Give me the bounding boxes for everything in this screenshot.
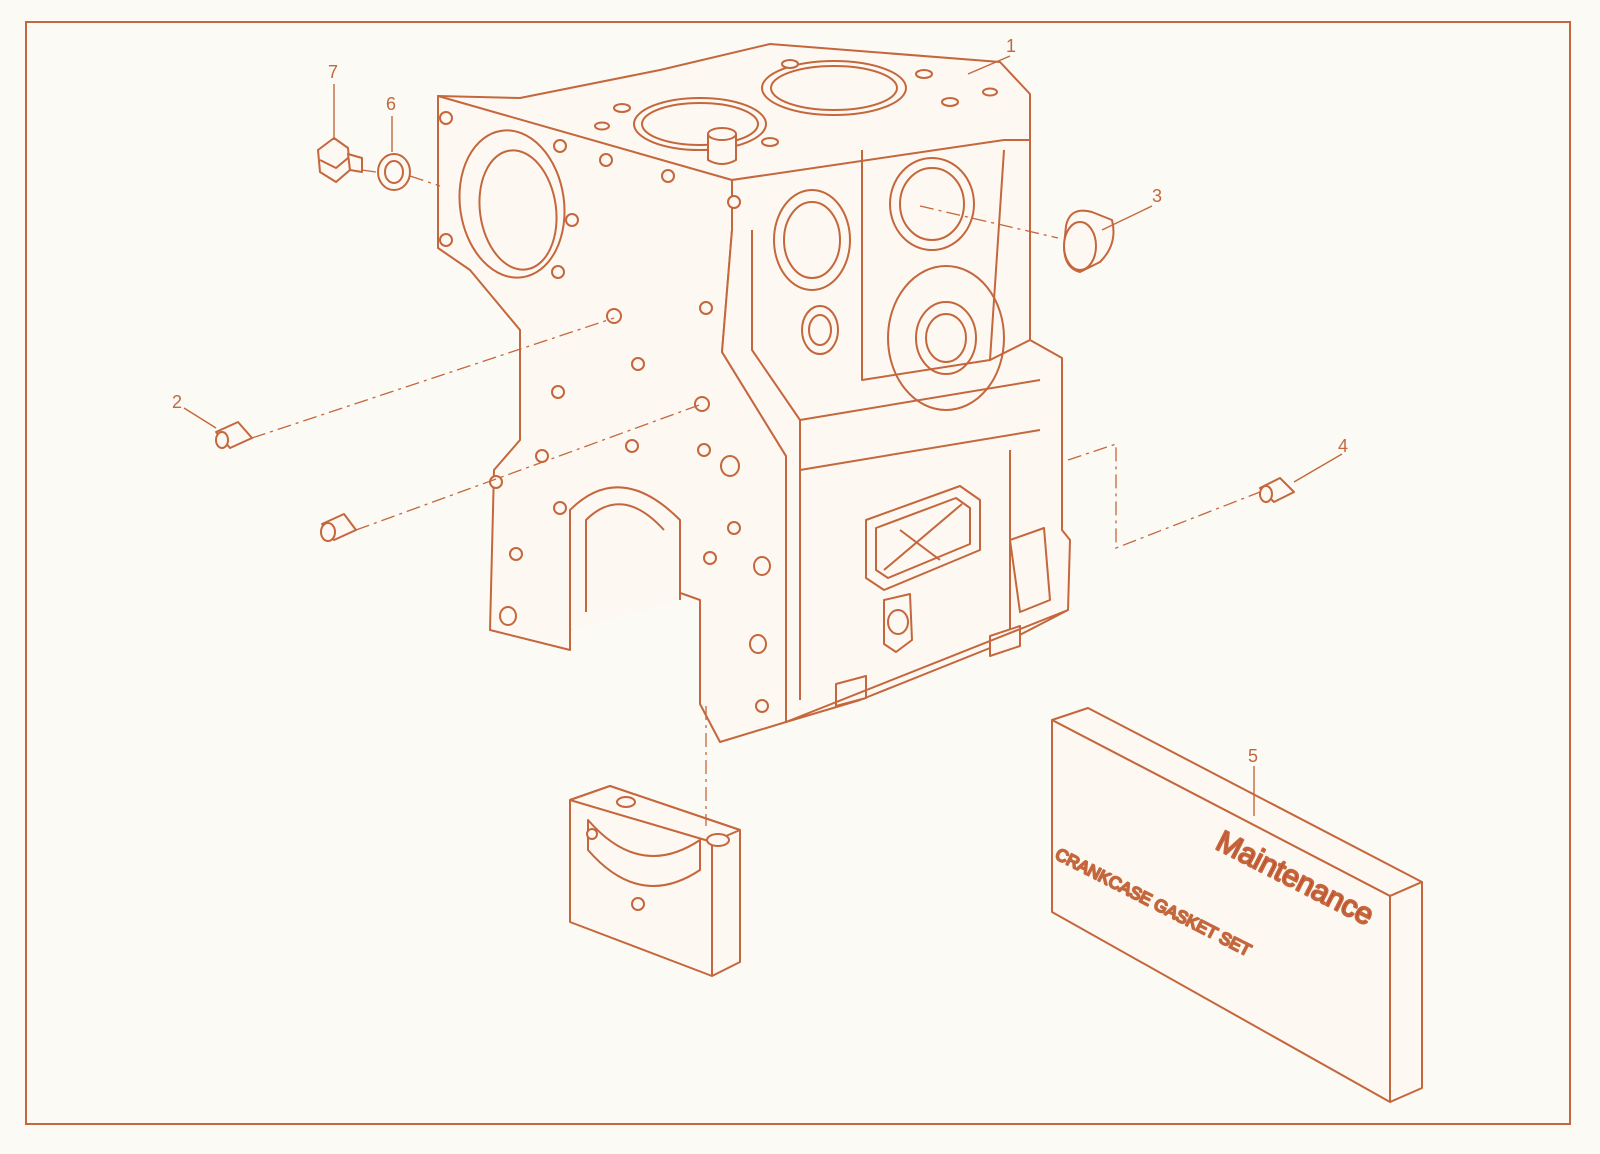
callout-3: 3 (1152, 186, 1162, 206)
callout-4: 4 (1338, 436, 1348, 456)
callout-numbers: 1 2 3 4 5 6 7 (172, 36, 1348, 766)
callout-1: 1 (1006, 36, 1016, 56)
callout-2: 2 (172, 392, 182, 412)
crankcase[interactable] (437, 43, 1071, 743)
dowel-pin-right[interactable] (1259, 477, 1295, 503)
gasket-set-box[interactable]: Maintenance CRANKCASE GASKET SET (1051, 707, 1423, 1103)
main-bearing-cap[interactable] (569, 785, 741, 977)
drain-plug[interactable] (317, 137, 363, 183)
callout-7: 7 (328, 62, 338, 82)
callout-5: 5 (1248, 746, 1258, 766)
callout-leaders (183, 55, 1343, 816)
frame-border (25, 21, 1571, 1125)
assembly-lines (251, 169, 1261, 826)
dowel-pin-left[interactable] (215, 421, 253, 449)
dowel-pin-middle[interactable] (320, 513, 357, 542)
callout-6: 6 (386, 94, 396, 114)
sealing-washer[interactable] (377, 153, 411, 191)
cap-plug[interactable] (1063, 209, 1115, 273)
